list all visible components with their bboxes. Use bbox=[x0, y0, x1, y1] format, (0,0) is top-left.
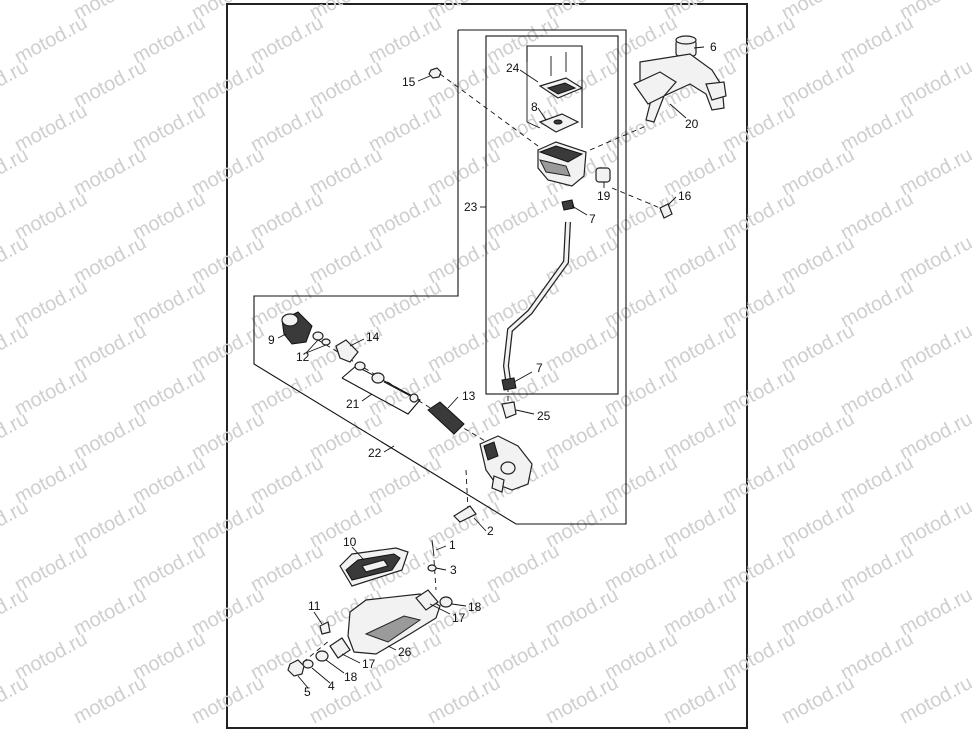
callout-11: 11 bbox=[308, 599, 321, 613]
callout-8: 8 bbox=[531, 100, 538, 114]
assembly-24-outline bbox=[526, 45, 583, 128]
watermark-text: motod.ru bbox=[542, 672, 622, 728]
callout-17-right: 17 bbox=[452, 611, 466, 625]
callout-16: 16 bbox=[678, 189, 692, 203]
watermark-text: motod.ru bbox=[70, 672, 150, 728]
part-9-boot bbox=[281, 311, 313, 345]
assembly-21-outline bbox=[341, 365, 421, 415]
part-19-grommet bbox=[595, 167, 611, 183]
part-20-bracket bbox=[633, 53, 727, 123]
callout-13: 13 bbox=[462, 389, 476, 403]
callout-22: 22 bbox=[368, 446, 382, 460]
callout-7-lower: 7 bbox=[536, 361, 543, 375]
diagram-frame bbox=[226, 3, 748, 729]
part-6-bushing bbox=[675, 35, 697, 57]
callout-19: 19 bbox=[597, 189, 611, 203]
part-13-spring bbox=[427, 401, 465, 435]
part-5-nut bbox=[287, 659, 305, 677]
watermark-text: motod.ru bbox=[660, 672, 740, 728]
callout-23: 23 bbox=[464, 200, 478, 214]
part-21-pushrod bbox=[371, 372, 419, 403]
assembly-22-outline bbox=[253, 29, 627, 525]
part-14-piston-kit bbox=[335, 339, 366, 371]
callout-12: 12 bbox=[296, 350, 310, 364]
part-10-footpeg-pad bbox=[339, 547, 409, 587]
part-12-retaining-ring bbox=[312, 331, 331, 346]
callout-10: 10 bbox=[343, 535, 357, 549]
callout-5: 5 bbox=[304, 685, 311, 699]
callout-26: 26 bbox=[398, 645, 412, 659]
part-2-pivot-pin bbox=[453, 505, 477, 523]
callout-21: 21 bbox=[346, 397, 360, 411]
part-16-bolt bbox=[659, 203, 673, 219]
watermark-text: motod.ru bbox=[424, 672, 504, 728]
assembly-23-outline bbox=[485, 35, 619, 395]
callout-3: 3 bbox=[450, 563, 457, 577]
callout-15: 15 bbox=[402, 75, 416, 89]
part-18-ring-right bbox=[439, 596, 453, 608]
watermark-text: motod.ru bbox=[778, 672, 858, 728]
part-11-screw bbox=[319, 621, 331, 635]
callout-4: 4 bbox=[328, 679, 335, 693]
leader-lines bbox=[277, 46, 705, 689]
watermark-text: motod.ru bbox=[188, 672, 268, 728]
part-24-reservoir-cover bbox=[538, 52, 584, 99]
callout-labels: 1 2 3 4 5 6 7 7 8 9 10 11 12 13 14 15 16… bbox=[268, 40, 717, 699]
part-8-diaphragm bbox=[538, 113, 580, 133]
callout-18-right: 18 bbox=[468, 600, 482, 614]
master-cylinder-body bbox=[479, 435, 533, 493]
part-4-washer bbox=[302, 659, 314, 669]
callout-14: 14 bbox=[366, 330, 380, 344]
part-18-ring-left bbox=[315, 650, 329, 662]
callout-18-left: 18 bbox=[344, 670, 358, 684]
watermark-text: motod.ru bbox=[0, 0, 32, 24]
part-26-brake-pedal bbox=[347, 593, 441, 655]
callout-17-left: 17 bbox=[362, 657, 376, 671]
callout-2: 2 bbox=[487, 524, 494, 538]
part-15-nut bbox=[428, 67, 442, 79]
part-23-reservoir-body bbox=[537, 141, 587, 187]
part-3-washer bbox=[427, 564, 437, 572]
callout-7-upper: 7 bbox=[589, 212, 596, 226]
callout-20: 20 bbox=[685, 117, 699, 131]
callout-25: 25 bbox=[537, 409, 551, 423]
callout-1: 1 bbox=[449, 538, 456, 552]
part-1-cotter-pin bbox=[431, 539, 435, 557]
callout-24: 24 bbox=[506, 61, 520, 75]
callout-9: 9 bbox=[268, 333, 275, 347]
part-7-hose-clamp-upper bbox=[561, 199, 575, 211]
watermark-text: motod.ru bbox=[896, 672, 976, 728]
part-7-hose-clamp-lower bbox=[501, 377, 517, 391]
part-17-bushing-left bbox=[329, 637, 351, 659]
callout-6: 6 bbox=[710, 40, 717, 54]
part-25-fitting bbox=[501, 401, 517, 419]
